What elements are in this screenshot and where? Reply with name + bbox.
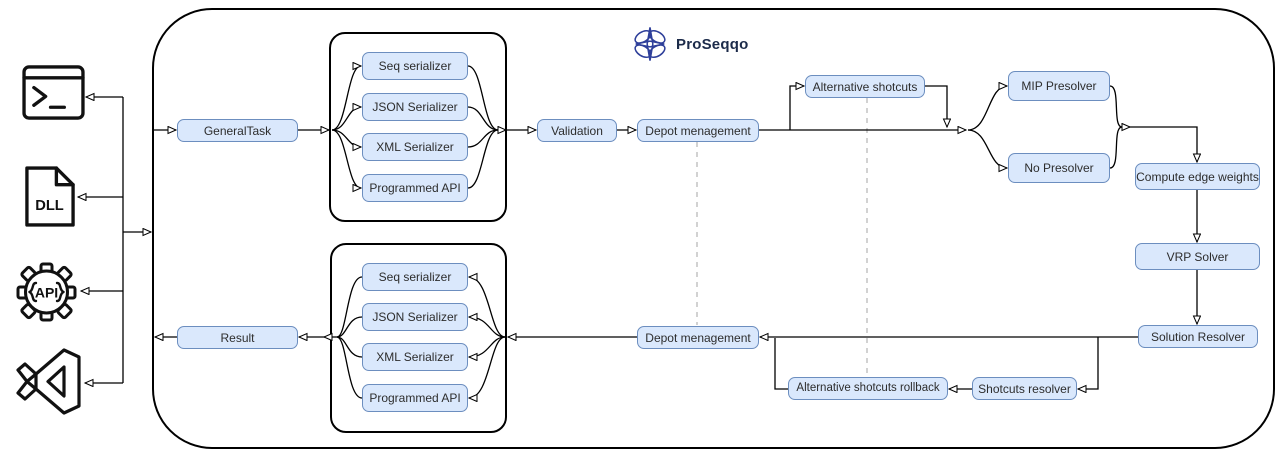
node-general-task: GeneralTask — [177, 119, 298, 142]
node-compute-edge-weights: Compute edge weights — [1135, 163, 1260, 190]
serializer-bottom-xml: XML Serializer — [362, 343, 468, 371]
proseqqo-container — [152, 8, 1275, 449]
serializer-top-seq: Seq serializer — [362, 52, 468, 80]
serializer-top-json: JSON Serializer — [362, 93, 468, 121]
node-mip-presolver: MIP Presolver — [1008, 71, 1110, 101]
node-alternative-shortcuts: Alternative shotcuts — [805, 75, 925, 98]
node-validation: Validation — [537, 119, 617, 142]
node-shortcuts-resolver: Shotcuts resolver — [972, 377, 1077, 400]
terminal-icon — [22, 65, 85, 120]
node-depot-management-bottom: Depot menagement — [637, 326, 759, 349]
serializer-bottom-seq: Seq serializer — [362, 263, 468, 291]
dll-file-icon: DLL — [25, 166, 75, 227]
visual-studio-icon — [16, 348, 81, 415]
serializer-top-xml: XML Serializer — [362, 133, 468, 161]
serializer-bottom-programmed-api: Programmed API — [362, 384, 468, 412]
serializer-top-programmed-api: Programmed API — [362, 174, 468, 202]
api-label: API — [35, 285, 58, 301]
app-title: ProSeqqo — [676, 35, 749, 53]
api-gear-icon: API — [16, 262, 77, 322]
node-depot-management-top: Depot menagement — [637, 119, 759, 142]
node-solution-resolver: Solution Resolver — [1138, 325, 1258, 348]
dll-label: DLL — [35, 198, 64, 214]
node-vrp-solver: VRP Solver — [1135, 243, 1260, 270]
node-no-presolver: No Presolver — [1008, 153, 1110, 183]
proseqqo-logo-icon — [634, 27, 666, 61]
serializer-bottom-json: JSON Serializer — [362, 303, 468, 331]
node-result: Result — [177, 326, 298, 349]
brand: ProSeqqo — [631, 25, 748, 63]
node-alternative-shortcuts-rollback: Alternative shotcuts rollback — [788, 377, 948, 400]
